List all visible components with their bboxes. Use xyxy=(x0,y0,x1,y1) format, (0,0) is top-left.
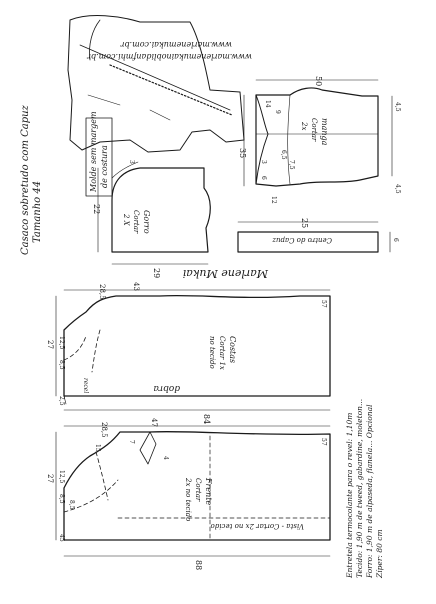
frente-dim-45: 45 xyxy=(58,534,65,542)
frente-dim-4: 4 xyxy=(162,456,169,460)
costas-fold: dobra xyxy=(153,383,180,393)
costas-dim-12-5: 12,5 xyxy=(58,336,65,350)
signature: Marlene Mukai xyxy=(183,267,269,280)
gorro-label: Gorro xyxy=(142,210,151,234)
materials-list: Entretela termocolante para o revel: 1,1… xyxy=(345,399,384,579)
margin-note: Molde sem margem de costura xyxy=(85,111,113,197)
manga-dim-9: 9 xyxy=(274,110,281,114)
gorro-qty: 2 X xyxy=(122,213,130,227)
costas-place: no tecido xyxy=(208,336,216,369)
manga-width-dim: 50 xyxy=(314,76,323,86)
coat-illustration xyxy=(67,15,245,153)
costas-dim-84: 84 xyxy=(202,414,211,424)
manga-dim-3: 3 xyxy=(260,160,267,164)
manga-dim-6-5: 6,5 xyxy=(280,150,287,160)
title-line2: Tamanho 44 xyxy=(32,181,43,243)
costas-piece: Costas Cortar 1x no tecido dobra 28,5 43… xyxy=(46,282,331,424)
gorro-dim-3: 3 xyxy=(128,160,135,164)
manga-piece: manga Cortar 2x 50 35 14 9 3 6 12 6,5 7,… xyxy=(238,76,401,204)
manga-cut: Cortar xyxy=(310,118,318,142)
manga-dim-7-5: 7,5 xyxy=(288,160,295,170)
title-line1: Casaco sobretudo com Capuz xyxy=(20,104,31,255)
frente-dim-8-5b: 8,5 xyxy=(68,500,75,510)
costas-dim-43: 43 xyxy=(132,282,140,291)
gorro-height-dim: 22 xyxy=(92,204,101,214)
centro-capuz-piece: Centro do Capuz 25 6 xyxy=(237,218,399,253)
frente-dim-47: 47 xyxy=(150,418,158,427)
centro-capuz-length-dim: 25 xyxy=(300,218,309,228)
materials-line4: Zíper: 80 cm xyxy=(375,529,384,579)
frente-dim-27: 27 xyxy=(46,474,54,483)
frente-dim-8-5: 8,5 xyxy=(58,494,65,504)
materials-line2: Tecido: 1,90 m de tweed, gabardine, mole… xyxy=(355,399,364,578)
manga-dim-14: 14 xyxy=(264,100,271,108)
website-block: www.marlenemukai.com.br www.marlenemukai… xyxy=(86,40,252,61)
centro-capuz-dim-6: 6 xyxy=(392,238,399,242)
manga-height-dim: 35 xyxy=(238,148,247,158)
gorro-cut: Cortar xyxy=(132,210,140,234)
costas-label: Costas xyxy=(228,336,237,363)
costas-dim-57: 57 xyxy=(320,300,327,308)
frente-qty: 2x no tecido xyxy=(184,477,192,521)
manga-qty: 2x xyxy=(300,121,308,130)
costas-dim-top: 28,5 xyxy=(98,284,106,300)
manga-dim-6: 6 xyxy=(260,176,267,180)
frente-dim-57: 57 xyxy=(320,438,327,446)
frente-piece: Frente Cortar 2x no tecido Vista - Corta… xyxy=(46,418,331,570)
materials-line3: Forro: 1,90 m de alpaseda, flanela... Op… xyxy=(365,404,374,579)
costas-dim-2-5: 2,5 xyxy=(58,396,65,406)
svg-text:Marlene Mukai: Marlene Mukai xyxy=(183,267,269,280)
gorro-width-dim: 29 xyxy=(152,268,161,278)
frente-label: Frente xyxy=(204,477,213,505)
centro-capuz-label: Centro do Capuz xyxy=(272,236,332,244)
costas-dim-8-5: 8,5 xyxy=(58,360,65,370)
manga-label: manga xyxy=(320,118,329,146)
margin-note-line1: Molde sem margem xyxy=(89,111,98,193)
title-block: Casaco sobretudo com Capuz Tamanho 44 xyxy=(20,104,43,255)
margin-note-line2: de costura xyxy=(100,145,109,188)
costas-cut: Cortar 1x xyxy=(218,336,226,370)
frente-dim-7: 7 xyxy=(128,440,135,444)
manga-dim-4-5-bot: 4,5 xyxy=(394,184,401,194)
website-1: www.marlenemukai.com.br xyxy=(120,40,233,49)
frente-dim-15: 15 xyxy=(94,444,101,452)
materials-line1: Entretela termocolante para o revel: 1,1… xyxy=(345,413,354,579)
frente-dim-top: 28,5 xyxy=(100,422,108,438)
costas-recel: recel xyxy=(82,378,89,393)
frente-cut: Cortar xyxy=(194,478,202,502)
gorro-piece: Gorro Cortar 2 X 22 29 3 xyxy=(92,160,211,278)
manga-dim-4-5-top: 4,5 xyxy=(394,102,401,112)
manga-dim-12: 12 xyxy=(270,196,277,204)
costas-dim-27: 27 xyxy=(46,340,54,349)
frente-dim-12-5: 12,5 xyxy=(58,470,65,484)
frente-dim-88: 88 xyxy=(194,560,203,570)
website-2: www.marlenemukainoblidanfmhi.com.br xyxy=(86,52,252,61)
frente-vista: Vista - Cortar 2x no tecido xyxy=(211,522,304,530)
